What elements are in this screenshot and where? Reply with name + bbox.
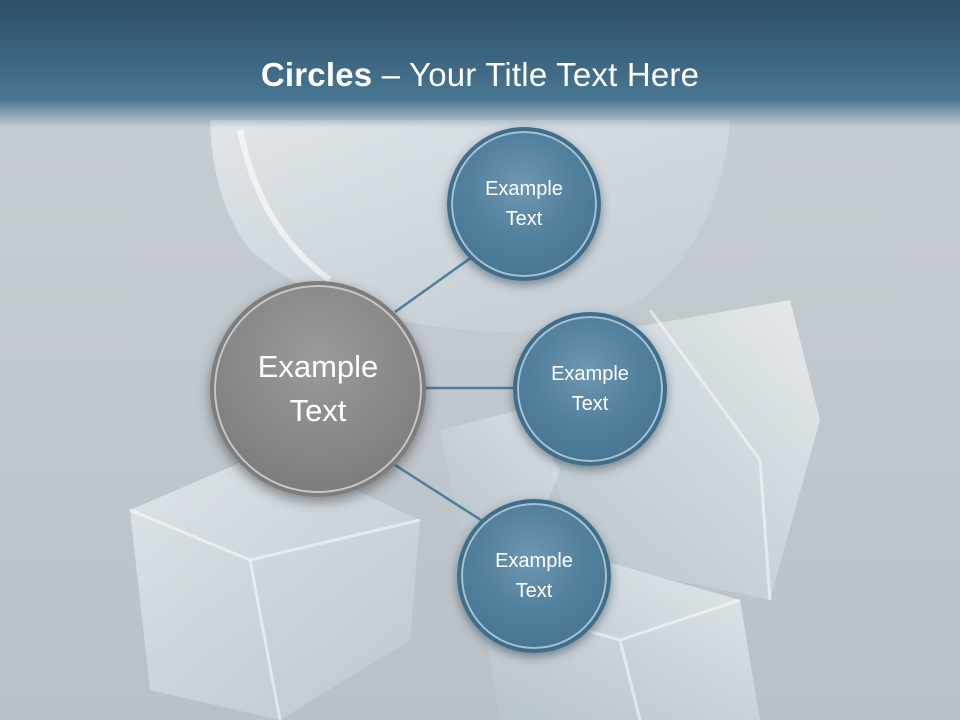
title-rest: – Your Title Text Here [372,56,700,93]
satellite-middle-line1: Example [551,363,629,385]
center-circle[interactable]: Example Text [210,281,426,497]
satellite-circle-bottom[interactable]: Example Text [457,499,611,653]
satellite-middle-line2: Text [571,393,609,415]
slide-title: Circles – Your Title Text Here [0,52,960,98]
satellite-bottom-line1: Example [495,550,573,572]
satellite-top-line1: Example [485,178,563,200]
connector-lines [394,255,516,524]
satellite-circle-middle[interactable]: Example Text [513,312,667,466]
center-circle-line1: Example [257,349,379,384]
satellite-top-line2: Text [505,208,543,230]
title-bar: Circles – Your Title Text Here [0,0,960,128]
satellite-bottom-line2: Text [515,580,553,602]
satellite-circle-top[interactable]: Example Text [447,127,601,281]
title-bold: Circles [260,56,373,93]
center-circle-line2: Text [289,393,347,428]
ice-cube-left [130,450,420,720]
